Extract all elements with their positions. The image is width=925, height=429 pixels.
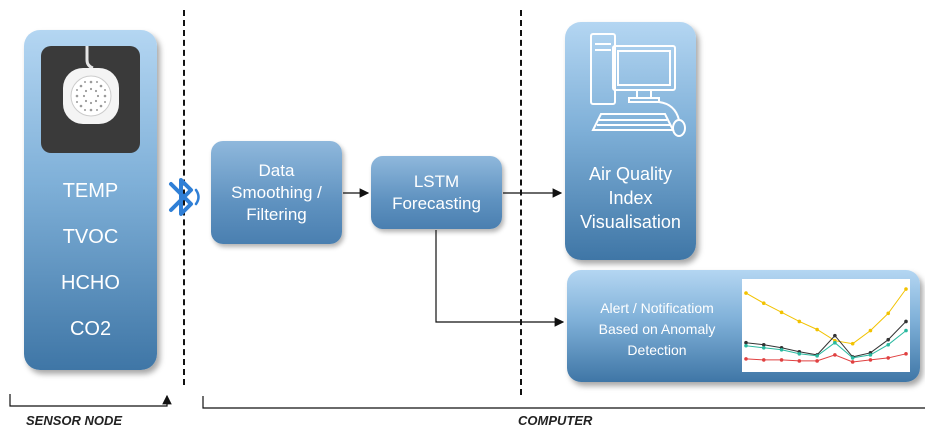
mini-chart-point <box>744 340 748 345</box>
alert-line-1: Alert / Notificatiom <box>600 300 714 316</box>
mini-chart-point <box>797 359 802 363</box>
sensor-device-image <box>41 46 140 153</box>
sensor-node-label: SENSOR NODE <box>26 413 123 428</box>
alert-line-2: Based on Anomaly <box>598 321 716 337</box>
mini-chart-point <box>833 333 837 338</box>
mini-chart-point <box>797 352 802 356</box>
sensor-node-bracket <box>9 394 172 407</box>
mini-chart-point <box>850 360 855 364</box>
mini-chart-series-line <box>745 330 907 359</box>
mini-chart-point <box>850 356 855 360</box>
mini-chart-point <box>779 310 784 315</box>
mini-chart-point <box>904 287 908 291</box>
sensor-reading-temp: TEMP <box>62 180 119 202</box>
air-sensor-device-icon <box>63 46 119 124</box>
lstm-line-2: Forecasting <box>392 193 481 213</box>
computer-label: COMPUTER <box>518 413 593 428</box>
mini-chart-point <box>744 357 748 361</box>
anomaly-mini-chart <box>742 279 910 372</box>
mini-chart-point <box>761 345 766 350</box>
mini-chart-point <box>886 342 891 347</box>
mini-chart-point <box>815 354 819 358</box>
mini-chart-point <box>761 342 766 347</box>
arrow-lstm-to-alert <box>435 230 565 327</box>
lstm-forecasting-box: LSTM Forecasting <box>371 156 502 229</box>
mini-chart-point <box>744 343 748 348</box>
mini-chart-series-line <box>745 288 907 345</box>
bluetooth-icon <box>169 178 200 216</box>
sensor-node-panel: TEMP TVOC HCHO CO2 <box>24 30 157 370</box>
mini-chart-point <box>779 358 784 362</box>
mini-chart-point <box>868 358 873 362</box>
smoothing-line-3: Filtering <box>246 204 307 224</box>
mini-chart-point <box>868 353 873 357</box>
mini-chart-point <box>815 359 819 363</box>
computer-separator-line <box>520 10 522 395</box>
lstm-line-1: LSTM <box>413 171 460 191</box>
sensor-reading-tvoc: TVOC <box>62 226 119 248</box>
desktop-computer-icon <box>590 33 686 137</box>
aqi-line-1: Air Quality <box>588 164 673 184</box>
mini-chart-point <box>779 348 784 352</box>
mini-chart-point <box>868 328 873 333</box>
alert-panel: Alert / Notificatiom Based on Anomaly De… <box>567 270 920 382</box>
data-smoothing-box: Data Smoothing / Filtering <box>211 141 342 244</box>
smoothing-line-1: Data <box>258 160 295 180</box>
sensor-reading-hcho: HCHO <box>61 272 120 294</box>
alert-line-3: Detection <box>627 342 687 358</box>
mini-chart-point <box>761 301 766 306</box>
smoothing-line-2: Smoothing / <box>231 182 322 202</box>
computer-bracket <box>202 396 925 409</box>
aqi-visualisation-panel: Air Quality Index Visualisation <box>565 22 696 260</box>
aqi-line-3: Visualisation <box>580 212 681 232</box>
mini-chart-point <box>886 311 891 316</box>
mini-chart-point <box>797 319 802 324</box>
mini-chart-point <box>850 341 855 346</box>
mini-chart-point <box>815 327 819 332</box>
mini-chart-point <box>886 337 891 342</box>
sensor-reading-co2: CO2 <box>69 318 112 340</box>
mini-chart-point <box>761 358 766 362</box>
aqi-line-2: Index <box>608 188 653 208</box>
mini-chart-point <box>904 328 908 333</box>
mini-chart-point <box>744 291 748 295</box>
mini-chart-point <box>886 356 891 360</box>
mini-chart-point <box>904 352 908 356</box>
mini-chart-point <box>833 340 837 345</box>
mini-chart-point <box>904 319 908 324</box>
mini-chart-point <box>833 353 837 357</box>
mini-chart-series-line <box>745 353 907 363</box>
mini-chart-series-line <box>745 321 907 358</box>
